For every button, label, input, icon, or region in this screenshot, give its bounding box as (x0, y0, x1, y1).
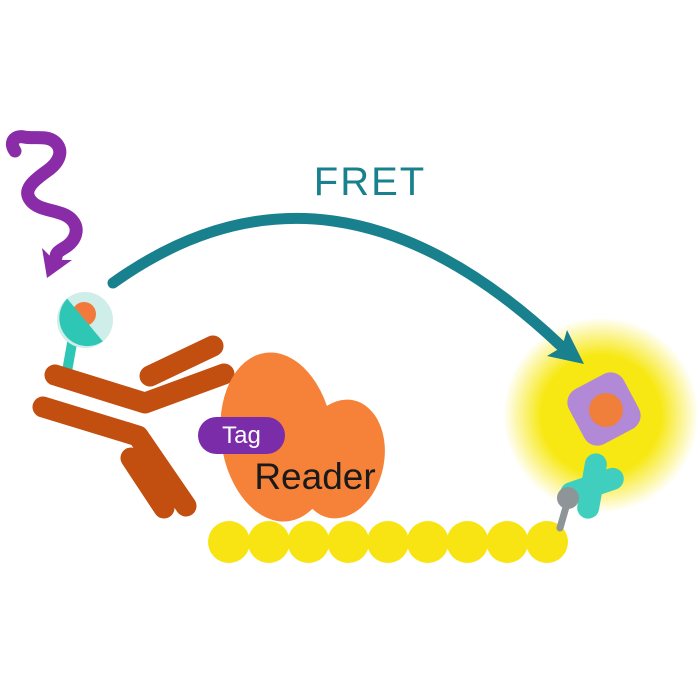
antibody-arm-upper (44, 363, 235, 414)
acceptor-core (589, 393, 623, 427)
fret-arrow-shaft (107, 212, 566, 351)
tag-badge: Tag (198, 417, 285, 454)
antibody-arm-lower (32, 396, 197, 517)
fret-label: FRET (313, 160, 427, 204)
antibody-arm-lower-short (120, 447, 175, 519)
donor-fluorophore (57, 292, 113, 382)
star-bar-vertical (577, 453, 607, 519)
antibody-arm-upper-short (139, 335, 224, 387)
bead (327, 521, 370, 563)
excitation-arrowhead-icon (42, 248, 72, 278)
bead (446, 521, 489, 563)
antibody (32, 335, 235, 519)
bead (486, 521, 529, 563)
bead (208, 521, 250, 563)
linker-ball (557, 487, 579, 509)
donor-half-shade (59, 298, 103, 347)
acceptor-complex (556, 372, 641, 532)
bead (406, 521, 449, 563)
bead (367, 521, 409, 563)
fret-arrow (107, 212, 584, 364)
bead (287, 521, 330, 563)
excitation-light-arrow (5, 130, 83, 278)
reader-protein-lobe-right (297, 399, 385, 519)
bead (526, 521, 568, 563)
bead (247, 521, 290, 563)
excitation-arrow-shaft (5, 130, 83, 264)
tag-label: Tag (222, 421, 261, 449)
bead-chain (208, 521, 568, 563)
fret-arrowhead-icon (547, 330, 584, 364)
reader-label: Reader (254, 456, 376, 497)
